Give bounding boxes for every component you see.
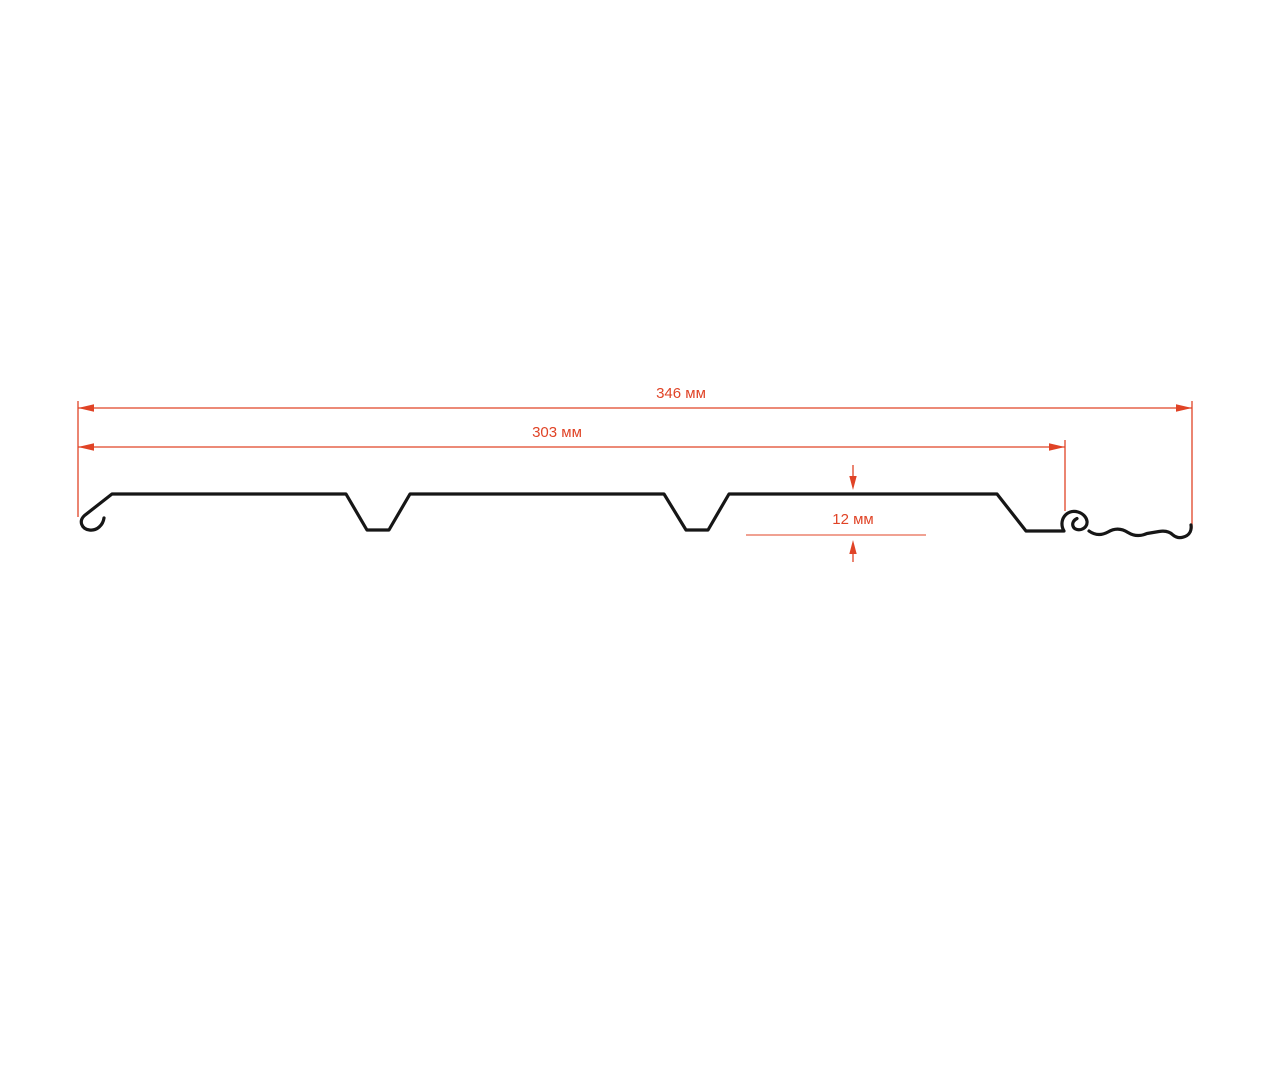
dim-arrow-left-working-icon — [78, 443, 94, 451]
dimension-working-width — [78, 440, 1066, 511]
dimension-label-total-width: 346 мм — [656, 385, 706, 402]
dimension-total-width — [77, 401, 1193, 529]
panel-profile-outline — [79, 492, 1089, 533]
depth-arrow-up-icon — [849, 540, 857, 554]
dimension-label-depth: 12 мм — [832, 511, 873, 528]
panel-profile — [79, 492, 1193, 540]
dim-arrow-left-total-icon — [78, 404, 94, 412]
depth-arrow-down-icon — [849, 476, 857, 490]
dim-arrow-right-total-icon — [1176, 404, 1192, 412]
dim-arrow-right-working-icon — [1049, 443, 1065, 451]
panel-lock-wave-outline — [1087, 523, 1193, 540]
dimension-label-working-width: 303 мм — [532, 424, 582, 441]
